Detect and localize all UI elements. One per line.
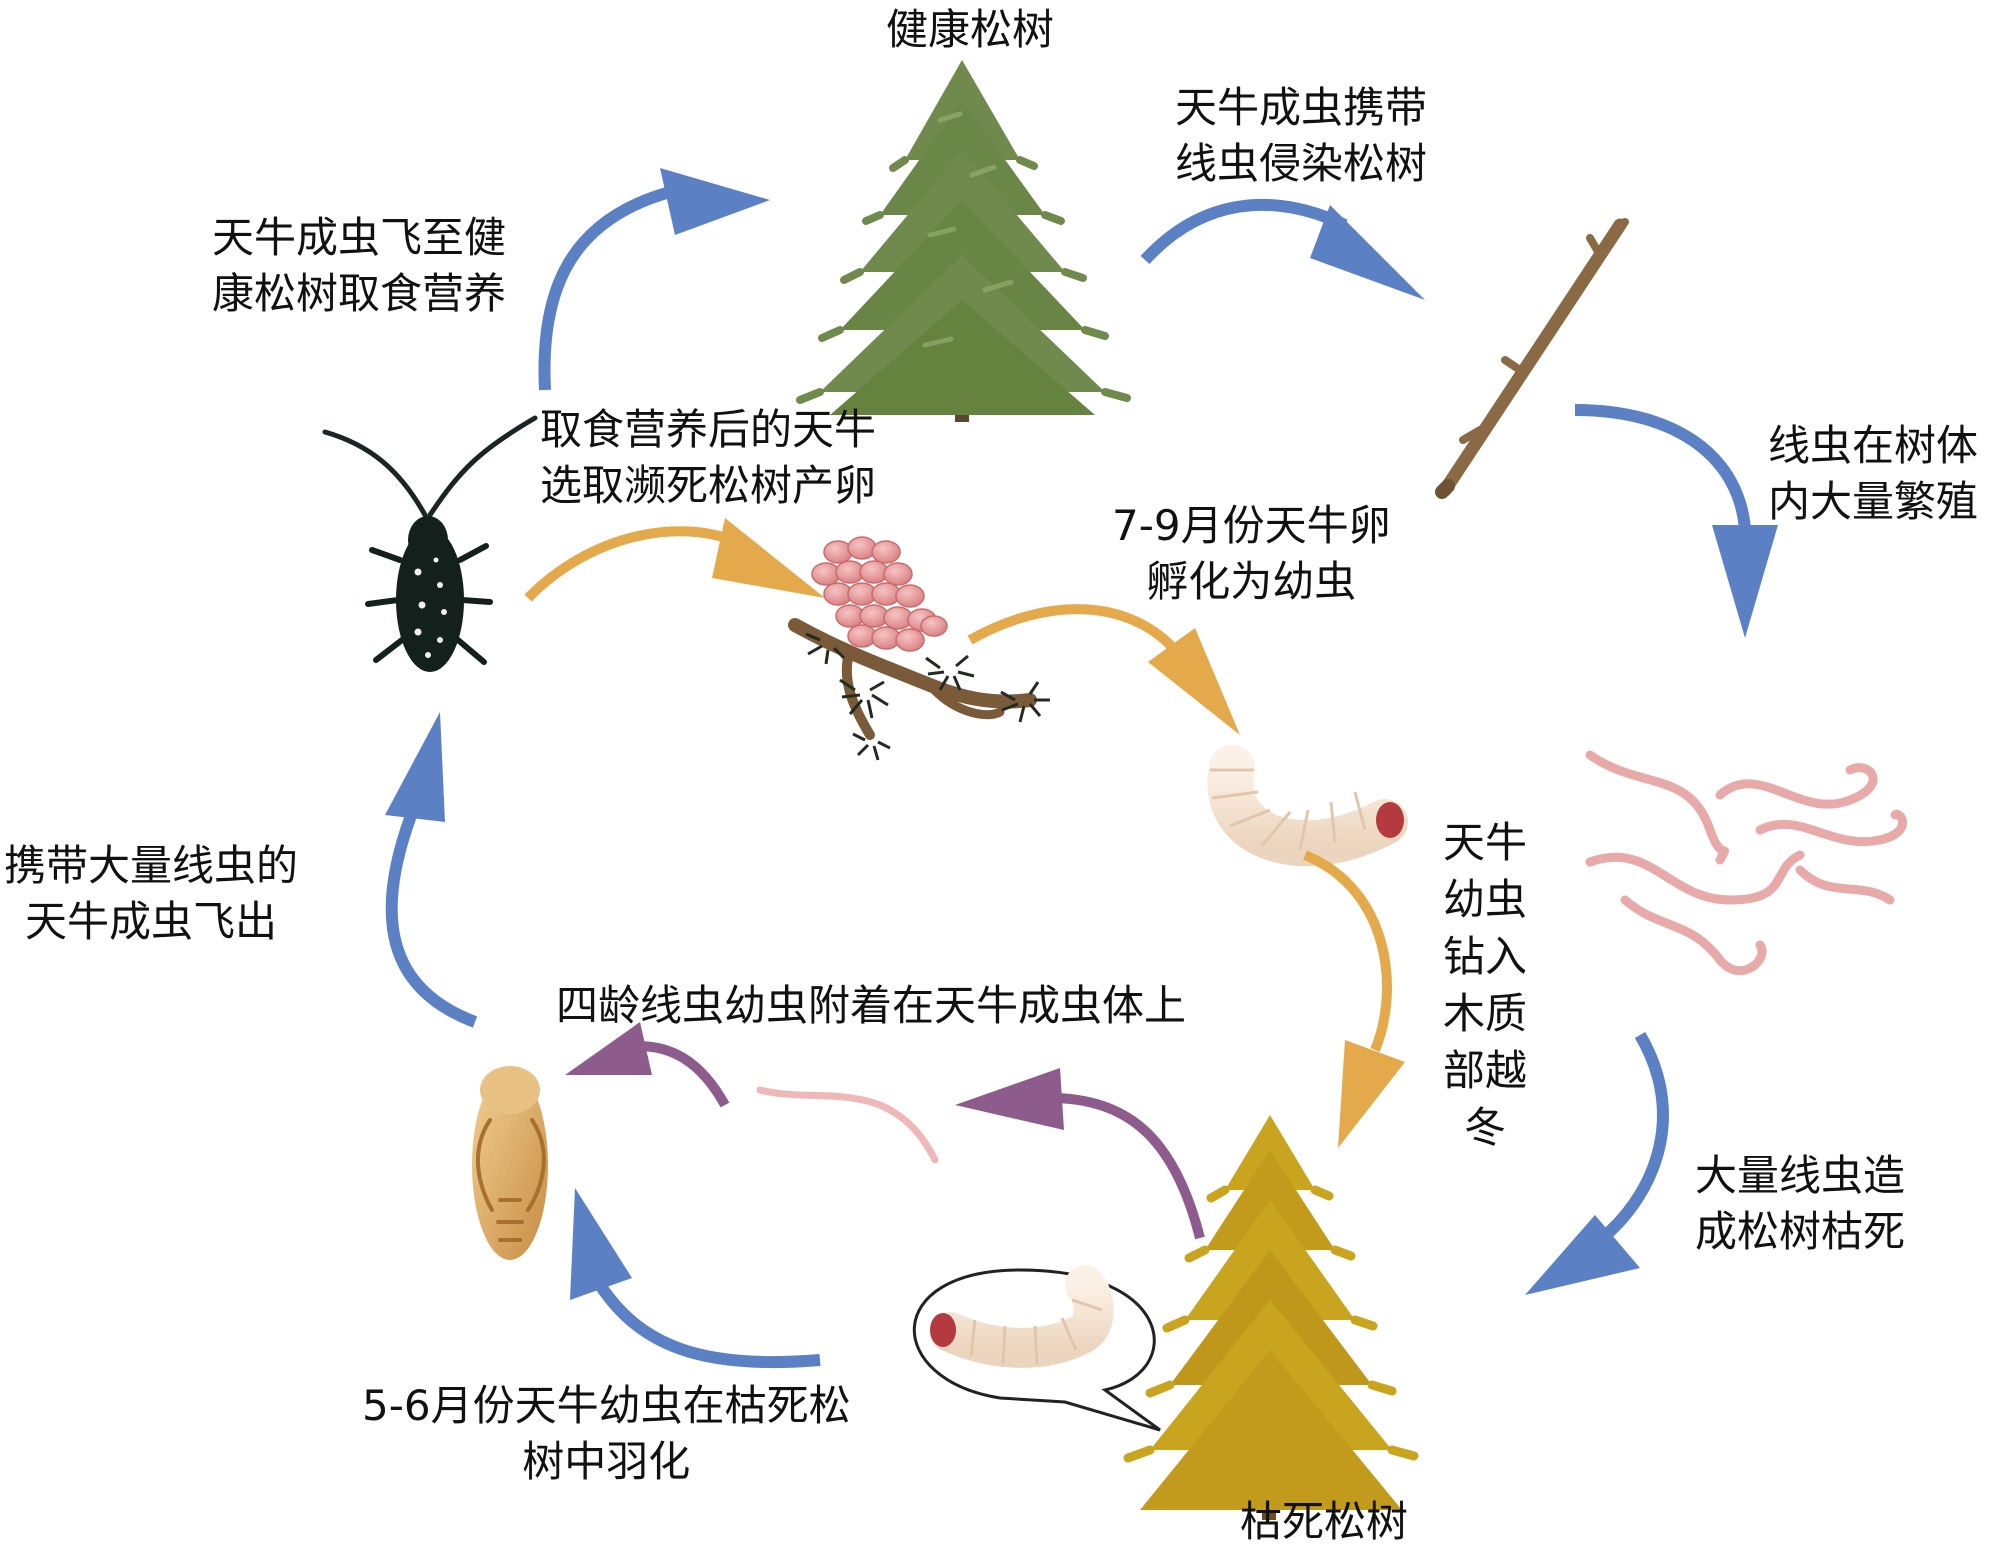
nematodes-icon — [1585, 750, 1907, 976]
label-line: 树中羽化 — [522, 1437, 691, 1486]
speech-bubble-larva-icon — [912, 1265, 1161, 1432]
label-line: 成松树枯死 — [1695, 1207, 1906, 1256]
arrow-pupa-to-beetle — [385, 712, 478, 1028]
label-beetle-emerges: 携带大量线虫的 天牛成虫飞出 — [4, 838, 298, 950]
char: 部 — [1442, 1046, 1485, 1095]
nematode-icon — [756, 1086, 939, 1164]
label-line: 天牛成虫携带 — [1175, 83, 1428, 132]
char: 越 — [1485, 1046, 1528, 1095]
label-beetle-carries-nematodes: 天牛成虫携带 线虫侵染松树 — [1175, 80, 1427, 192]
arrow-beetle-to-healthy-tree — [538, 168, 770, 391]
char: 质 — [1485, 989, 1528, 1038]
char: 虫 — [1485, 875, 1528, 924]
label-line: 部越 — [1435, 1042, 1535, 1099]
arrow-nematodes-to-dead-tree — [1525, 1031, 1669, 1295]
label-line: 幼虫 — [1435, 871, 1535, 928]
label-healthy-pine-tree: 健康松树 — [886, 2, 1054, 58]
char: 木 — [1442, 989, 1485, 1038]
arrow-beetle-to-eggs — [524, 518, 825, 602]
label-line: 孵化为幼虫 — [1146, 557, 1357, 606]
arrow-larva-to-dead-tree — [1303, 850, 1405, 1148]
label-line: 冬 — [1435, 1099, 1535, 1156]
label-line: 选取濒死松树产卵 — [540, 461, 877, 510]
eggs-on-branch-icon — [788, 536, 1050, 761]
larva-icon — [1207, 745, 1408, 867]
label-line: 四龄线虫幼虫附着在天牛成虫体上 — [556, 981, 1187, 1030]
char: 幼 — [1442, 875, 1485, 924]
label-nematode-attach: 四龄线虫幼虫附着在天牛成虫体上 — [556, 978, 1186, 1034]
arrow-twig-to-nematodes — [1574, 404, 1778, 638]
label-line: 大量线虫造 — [1695, 1151, 1906, 1200]
label-line: 7-9月份天牛卵 — [1112, 501, 1391, 550]
label-line: 木质 — [1435, 985, 1535, 1042]
pupa-icon — [472, 1066, 548, 1260]
label-nematodes-multiply: 线虫在树体 内大量繁殖 — [1768, 418, 1978, 530]
label-beetle-feeding: 天牛成虫飞至健 康松树取食营养 — [212, 210, 506, 322]
label-larva-overwinter: 天牛 幼虫 钻入 木质 部越 冬 — [1435, 814, 1535, 1156]
label-line: 天牛成虫飞出 — [25, 897, 278, 946]
char: 入 — [1485, 932, 1528, 981]
label-line: 钻入 — [1435, 928, 1535, 985]
label-line: 内大量繁殖 — [1768, 477, 1979, 526]
label-pupation: 5-6月份天牛幼虫在枯死松 树中羽化 — [362, 1378, 851, 1490]
longhorn-beetle-icon — [322, 415, 538, 672]
pine-twig-icon — [1435, 218, 1629, 499]
label-line: 取食营养后的天牛 — [540, 405, 877, 454]
arrow-dead-tree-to-nematode — [955, 1068, 1205, 1240]
label-line: 康松树取食营养 — [212, 269, 507, 318]
label-line: 健康松树 — [886, 5, 1055, 54]
dead-pine-tree-icon — [1123, 1115, 1419, 1520]
label-line: 枯死松树 — [1240, 1497, 1409, 1546]
char: 冬 — [1463, 1103, 1506, 1152]
label-egg-laying: 取食营养后的天牛 选取濒死松树产卵 — [540, 402, 876, 514]
arrow-eggs-to-larva — [967, 604, 1240, 735]
healthy-pine-tree-icon — [796, 60, 1131, 422]
char: 钻 — [1442, 932, 1485, 981]
label-egg-hatching: 7-9月份天牛卵 孵化为幼虫 — [1112, 498, 1391, 610]
arrow-tree-to-twig — [1140, 198, 1425, 300]
label-line: 天牛 — [1435, 814, 1535, 871]
arrow-nematode-to-pupa — [565, 1022, 730, 1108]
label-nematodes-kill-tree: 大量线虫造 成松树枯死 — [1695, 1148, 1905, 1260]
label-line: 5-6月份天牛幼虫在枯死松 — [362, 1381, 851, 1430]
label-line: 线虫侵染松树 — [1175, 139, 1428, 188]
label-dead-pine-tree: 枯死松树 — [1240, 1494, 1408, 1550]
label-line: 线虫在树体 — [1768, 421, 1979, 470]
arrow-dead-tree-to-pupa — [570, 1188, 821, 1369]
label-line: 天牛成虫飞至健 — [212, 213, 507, 262]
char: 牛 — [1485, 818, 1528, 867]
char: 天 — [1442, 818, 1485, 867]
label-line: 携带大量线虫的 — [4, 841, 299, 890]
